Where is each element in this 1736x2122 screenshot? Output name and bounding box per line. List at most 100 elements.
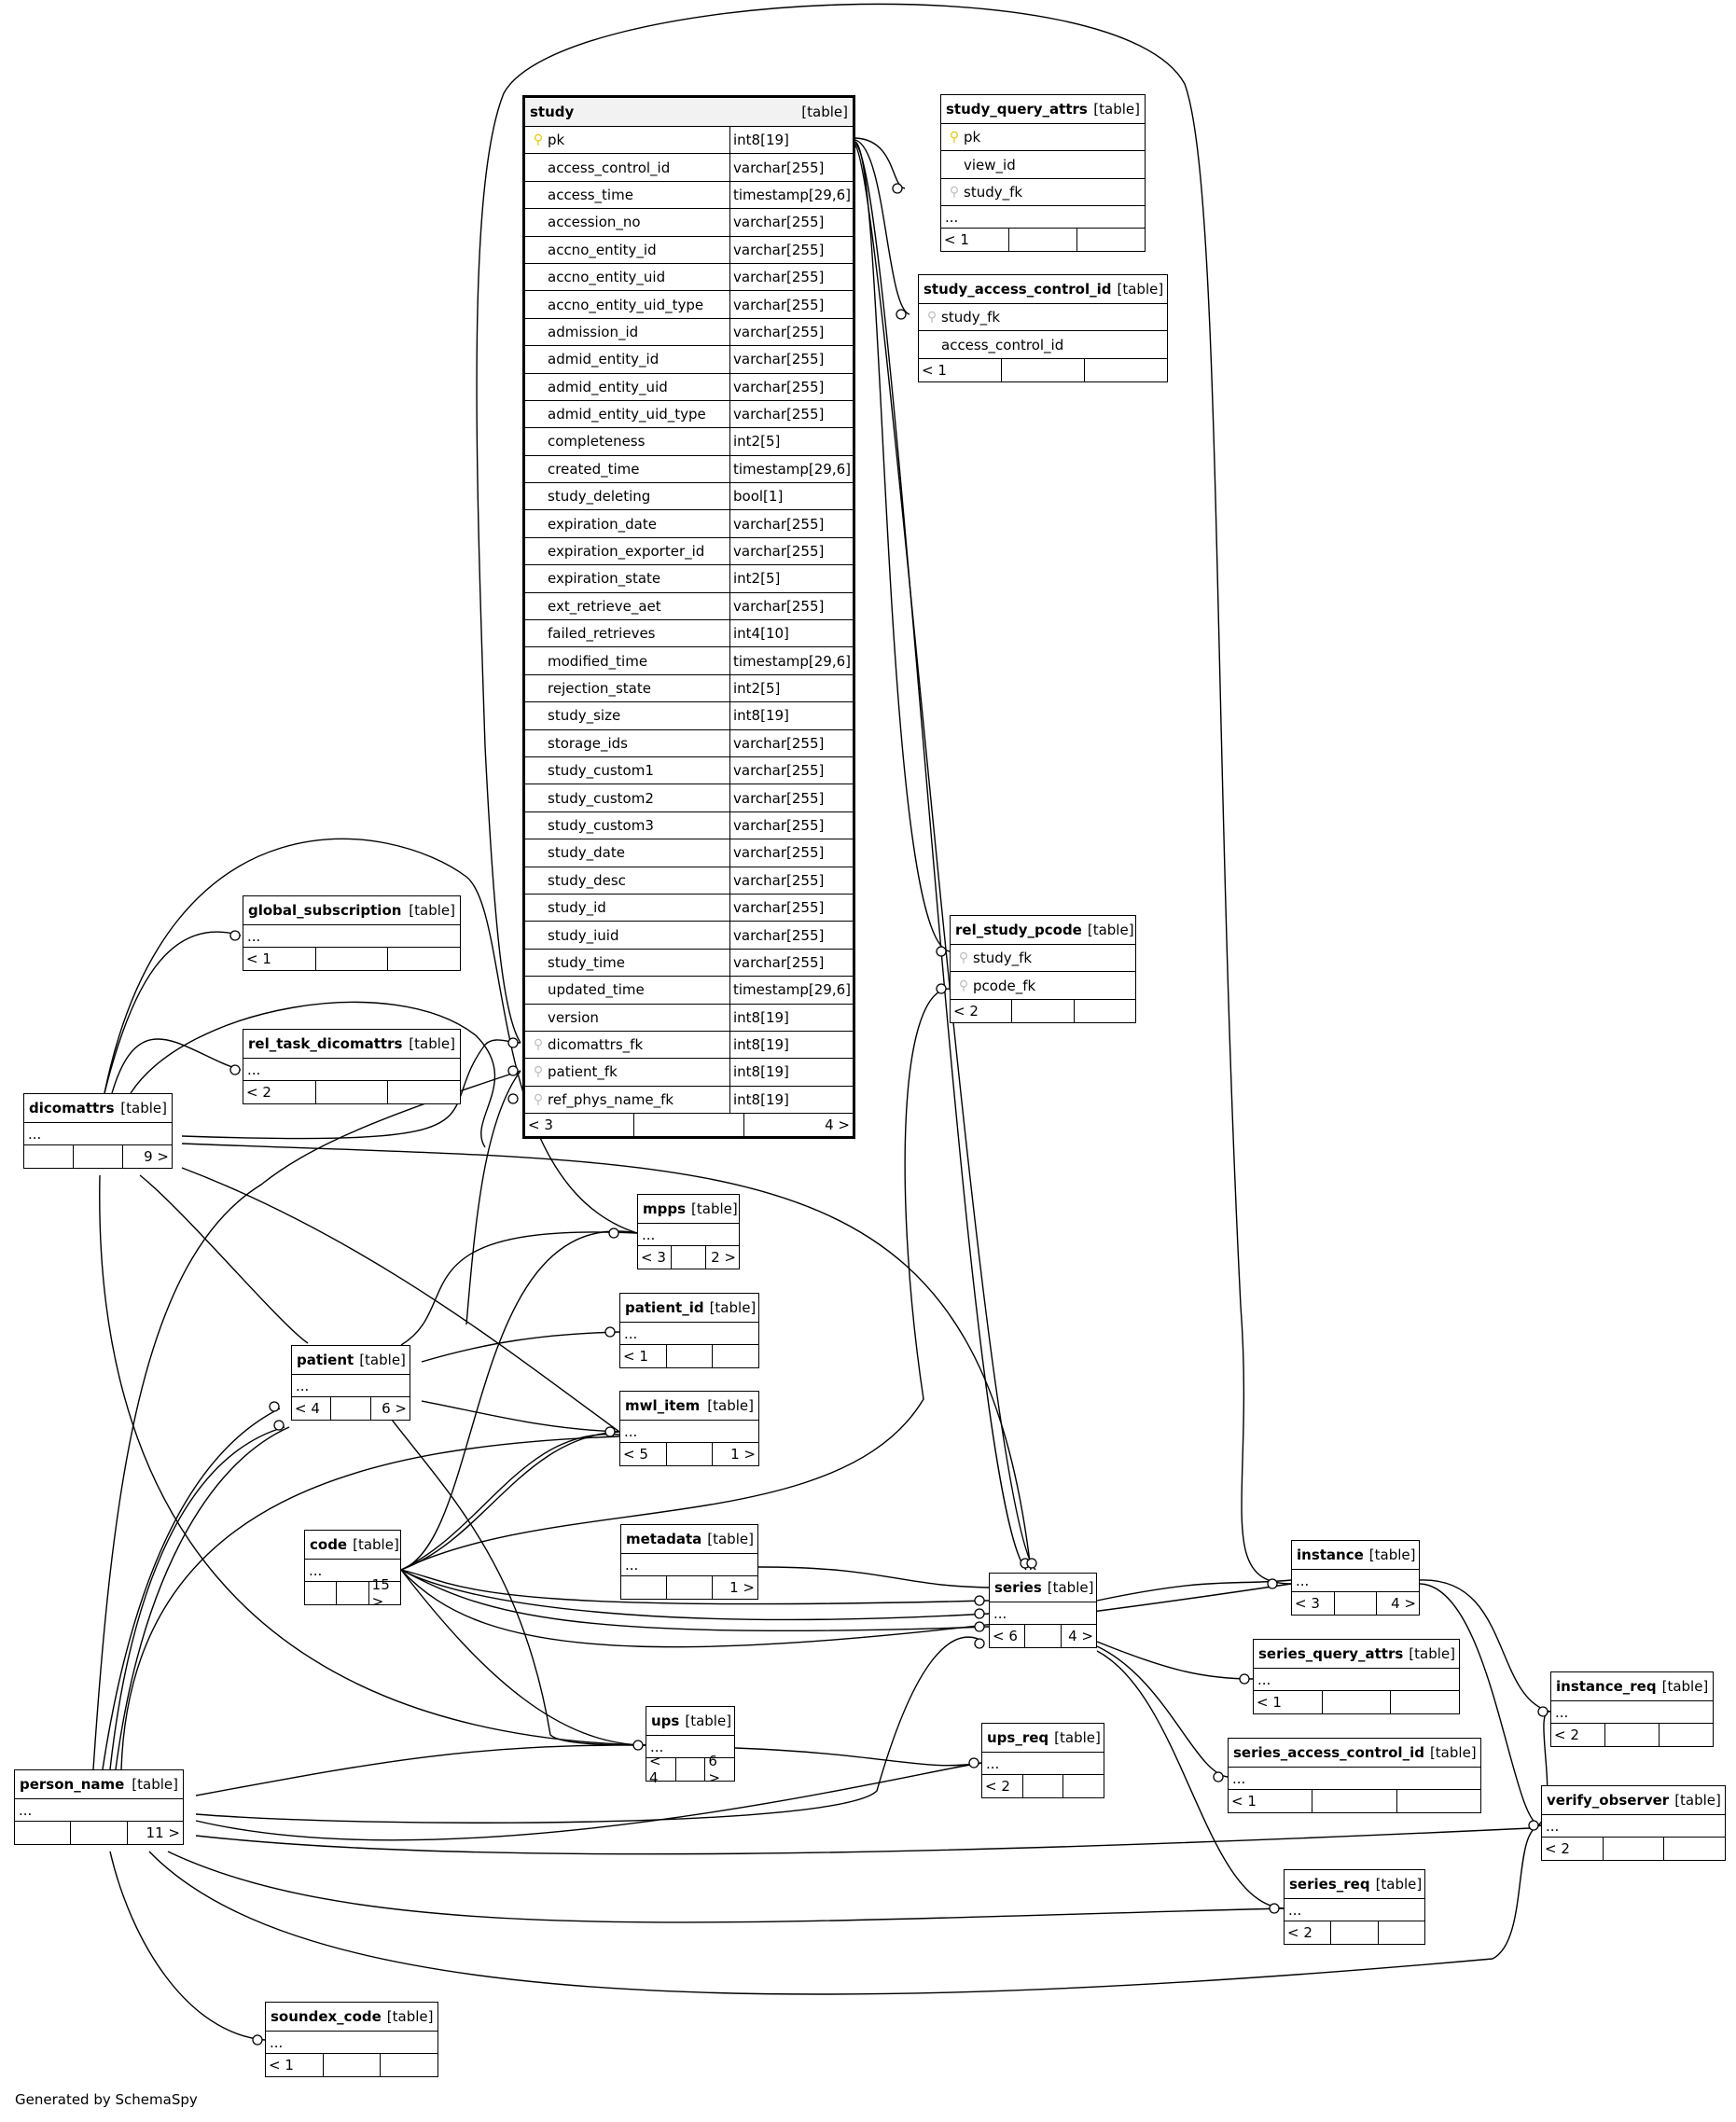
- table-header[interactable]: rel_task_dicomattrs[table]: [243, 1030, 460, 1059]
- table-header[interactable]: mwl_item[table]: [620, 1392, 758, 1421]
- collapsed-columns[interactable]: ...: [1292, 1570, 1419, 1592]
- collapsed-columns[interactable]: ...: [990, 1602, 1096, 1625]
- collapsed-columns[interactable]: ...: [243, 925, 460, 948]
- footer-spacer[interactable]: [633, 1114, 743, 1137]
- table-name[interactable]: mpps: [643, 1200, 687, 1217]
- children-count[interactable]: 6 >: [369, 1397, 410, 1420]
- table-name[interactable]: series_req: [1289, 1876, 1370, 1893]
- table-name[interactable]: person_name: [20, 1776, 125, 1793]
- collapsed-columns[interactable]: ...: [1542, 1815, 1725, 1838]
- table-header[interactable]: study_access_control_id[table]: [919, 275, 1167, 304]
- children-count[interactable]: [380, 2054, 437, 2076]
- footer-spacer[interactable]: [1330, 1921, 1377, 1944]
- footer-spacer[interactable]: [322, 2054, 381, 2076]
- footer-spacer[interactable]: [1008, 229, 1076, 252]
- table-header[interactable]: dicomattrs[table]: [24, 1094, 172, 1123]
- table-rel-study-pcode[interactable]: rel_study_pcode[table]⚲study_fk⚲pcode_fk…: [950, 915, 1136, 1023]
- table-header[interactable]: study_query_attrs[table]: [941, 95, 1145, 124]
- footer-spacer[interactable]: [1333, 1592, 1377, 1615]
- children-count[interactable]: 11 >: [126, 1822, 183, 1844]
- table-name[interactable]: study: [530, 104, 575, 120]
- collapsed-columns[interactable]: ...: [24, 1123, 172, 1145]
- footer-spacer[interactable]: [1602, 1838, 1664, 1860]
- footer-spacer[interactable]: [1321, 1691, 1391, 1713]
- parents-count[interactable]: < 3: [1295, 1595, 1320, 1612]
- children-count[interactable]: [712, 1345, 758, 1367]
- parents-count[interactable]: < 1: [944, 231, 969, 249]
- collapsed-columns[interactable]: ...: [266, 2032, 437, 2054]
- footer-spacer[interactable]: [674, 1758, 705, 1781]
- table-patient-id[interactable]: patient_id[table]... < 1: [619, 1293, 759, 1368]
- table-name[interactable]: rel_task_dicomattrs: [248, 1035, 403, 1052]
- footer-spacer[interactable]: [330, 1397, 369, 1420]
- parents-count[interactable]: < 3: [641, 1249, 666, 1266]
- collapsed-columns[interactable]: ...: [620, 1323, 758, 1345]
- table-header[interactable]: patient_id[table]: [620, 1294, 758, 1323]
- table-header[interactable]: series_query_attrs[table]: [1254, 1640, 1459, 1669]
- table-header[interactable]: patient[table]: [292, 1346, 410, 1375]
- parents-count[interactable]: < 2: [246, 1084, 271, 1101]
- table-name[interactable]: ups: [651, 1713, 680, 1729]
- parents-count[interactable]: [621, 1576, 666, 1599]
- footer-spacer[interactable]: [314, 1081, 388, 1103]
- table-series-access-control-id[interactable]: series_access_control_id[table]...< 1: [1228, 1738, 1481, 1813]
- children-count[interactable]: [1084, 358, 1167, 381]
- collapsed-columns[interactable]: ...: [1285, 1899, 1424, 1921]
- table-soundex-code[interactable]: soundex_code[table]...< 1: [265, 2002, 438, 2077]
- table-name[interactable]: global_subscription: [248, 902, 402, 919]
- children-count[interactable]: [1076, 229, 1145, 252]
- children-count[interactable]: 4 >: [1376, 1592, 1419, 1615]
- table-name[interactable]: study_query_attrs: [946, 101, 1088, 118]
- table-name[interactable]: dicomattrs: [29, 1100, 115, 1116]
- column-row[interactable]: access_control_id: [919, 331, 1167, 359]
- collapsed-columns[interactable]: ...: [15, 1799, 183, 1822]
- column-row[interactable]: ⚲pk: [941, 124, 1145, 152]
- table-name[interactable]: series_access_control_id: [1233, 1744, 1424, 1761]
- parents-count[interactable]: < 2: [953, 1002, 979, 1019]
- table-name[interactable]: study_access_control_id: [924, 281, 1112, 298]
- footer-spacer[interactable]: [1312, 1790, 1396, 1812]
- table-header[interactable]: global_subscription[table]: [243, 896, 460, 925]
- parents-count[interactable]: < 1: [623, 1348, 648, 1365]
- table-name[interactable]: verify_observer: [1547, 1792, 1670, 1809]
- table-name[interactable]: patient_id: [625, 1299, 704, 1316]
- children-count[interactable]: [387, 1081, 460, 1103]
- table-header[interactable]: series[table]: [990, 1574, 1096, 1602]
- table-person-name[interactable]: person_name[table]...11 >: [14, 1769, 184, 1845]
- parents-count[interactable]: < 1: [922, 361, 947, 379]
- column-row[interactable]: view_id: [941, 151, 1145, 179]
- collapsed-columns[interactable]: ...: [1551, 1701, 1713, 1724]
- table-name[interactable]: patient: [297, 1352, 354, 1368]
- parents-count[interactable]: < 2: [985, 1778, 1010, 1795]
- parents-count[interactable]: [15, 1822, 70, 1844]
- collapsed-columns[interactable]: ...: [941, 206, 1145, 229]
- table-instance-req[interactable]: instance_req[table]...< 2: [1550, 1671, 1714, 1747]
- children-count[interactable]: [1663, 1838, 1725, 1860]
- table-name[interactable]: mwl_item: [625, 1397, 701, 1414]
- collapsed-columns[interactable]: ...: [638, 1224, 739, 1246]
- children-count[interactable]: [1390, 1691, 1459, 1713]
- table-header[interactable]: study[table]: [525, 98, 853, 127]
- collapsed-columns[interactable]: ...: [305, 1560, 400, 1582]
- table-name[interactable]: metadata: [626, 1531, 702, 1547]
